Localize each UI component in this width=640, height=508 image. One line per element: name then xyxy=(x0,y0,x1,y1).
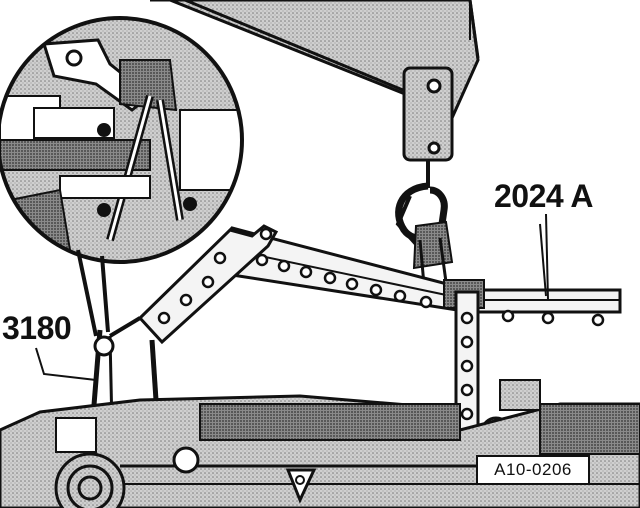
callout-leaders xyxy=(35,213,549,381)
detail-magnifier xyxy=(0,16,244,337)
figure-reference-badge: A10-0206 xyxy=(476,455,590,485)
callout-3180-label: 3180 xyxy=(2,310,72,346)
hook-block xyxy=(402,66,454,188)
left-strap xyxy=(108,224,279,345)
crane-hook xyxy=(395,182,454,286)
callout-2024a-label: 2024 A xyxy=(494,178,594,214)
